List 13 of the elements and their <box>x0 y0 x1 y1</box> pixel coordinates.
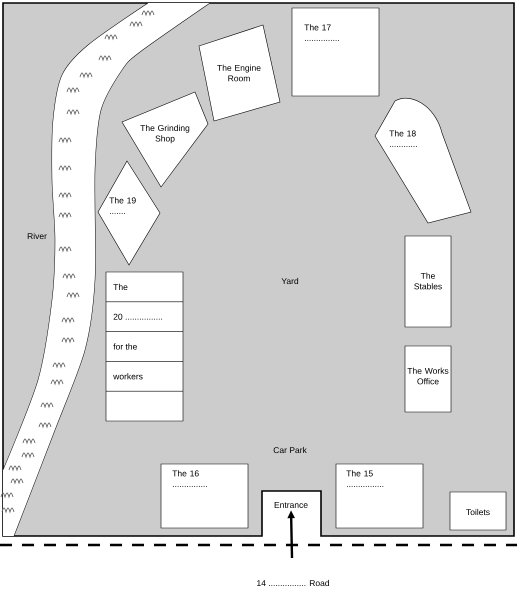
building-box: The 16 ............... <box>160 464 248 528</box>
area-label: 14 ................ Road <box>257 580 329 586</box>
building-box: Toilets <box>450 492 506 530</box>
building-box: The 15 ................ <box>336 464 424 528</box>
building-box: The 18 ............ <box>374 98 472 224</box>
building-box: The Works Office <box>404 346 452 412</box>
building-table: The 20 ................ for the workers <box>106 272 184 422</box>
area-label: Car Park <box>274 446 307 454</box>
area-label: Yard <box>282 278 298 284</box>
building-box: The Stables <box>404 236 452 328</box>
building-box: The 17 ............... <box>292 8 380 96</box>
entrance-gap: Entrance <box>274 502 308 508</box>
building-box: The Engine Room <box>198 24 280 122</box>
